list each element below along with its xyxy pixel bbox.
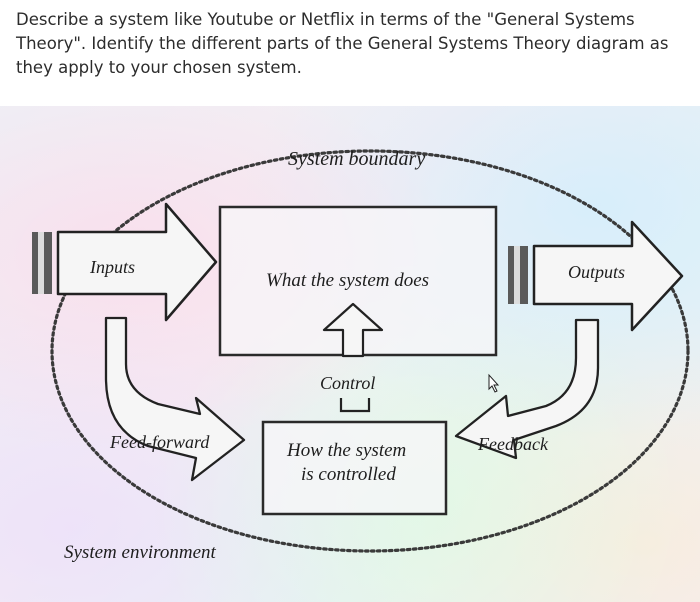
system-boundary-ellipse xyxy=(50,149,690,553)
how-controlled-line2: is controlled xyxy=(301,464,396,485)
system-boundary-label: System boundary xyxy=(288,148,425,170)
control-connector xyxy=(339,398,371,413)
how-controlled-line1: How the system xyxy=(286,440,406,461)
control-label: Control xyxy=(320,373,375,393)
outputs-label: Outputs xyxy=(568,262,625,282)
what-the-system-does-label: What the system does xyxy=(266,270,429,291)
feedback-label: Feedback xyxy=(477,434,549,454)
cursor-icon xyxy=(488,373,500,393)
system-environment-label: System environment xyxy=(64,542,216,563)
question-text: Describe a system like Youtube or Netfli… xyxy=(16,10,669,77)
diagram-photo: System boundary Inputs What the system d… xyxy=(0,106,700,602)
feedback-arrow xyxy=(454,318,600,460)
outputs-arrow xyxy=(508,220,684,332)
inputs-label: Inputs xyxy=(89,257,135,277)
controller-box xyxy=(261,420,448,516)
inputs-arrow xyxy=(32,202,218,322)
feed-forward-arrow xyxy=(104,316,246,482)
feed-forward-label: Feed-forward xyxy=(109,432,210,452)
control-up-arrow xyxy=(322,302,384,358)
systems-theory-diagram: System boundary Inputs What the system d… xyxy=(32,148,690,563)
